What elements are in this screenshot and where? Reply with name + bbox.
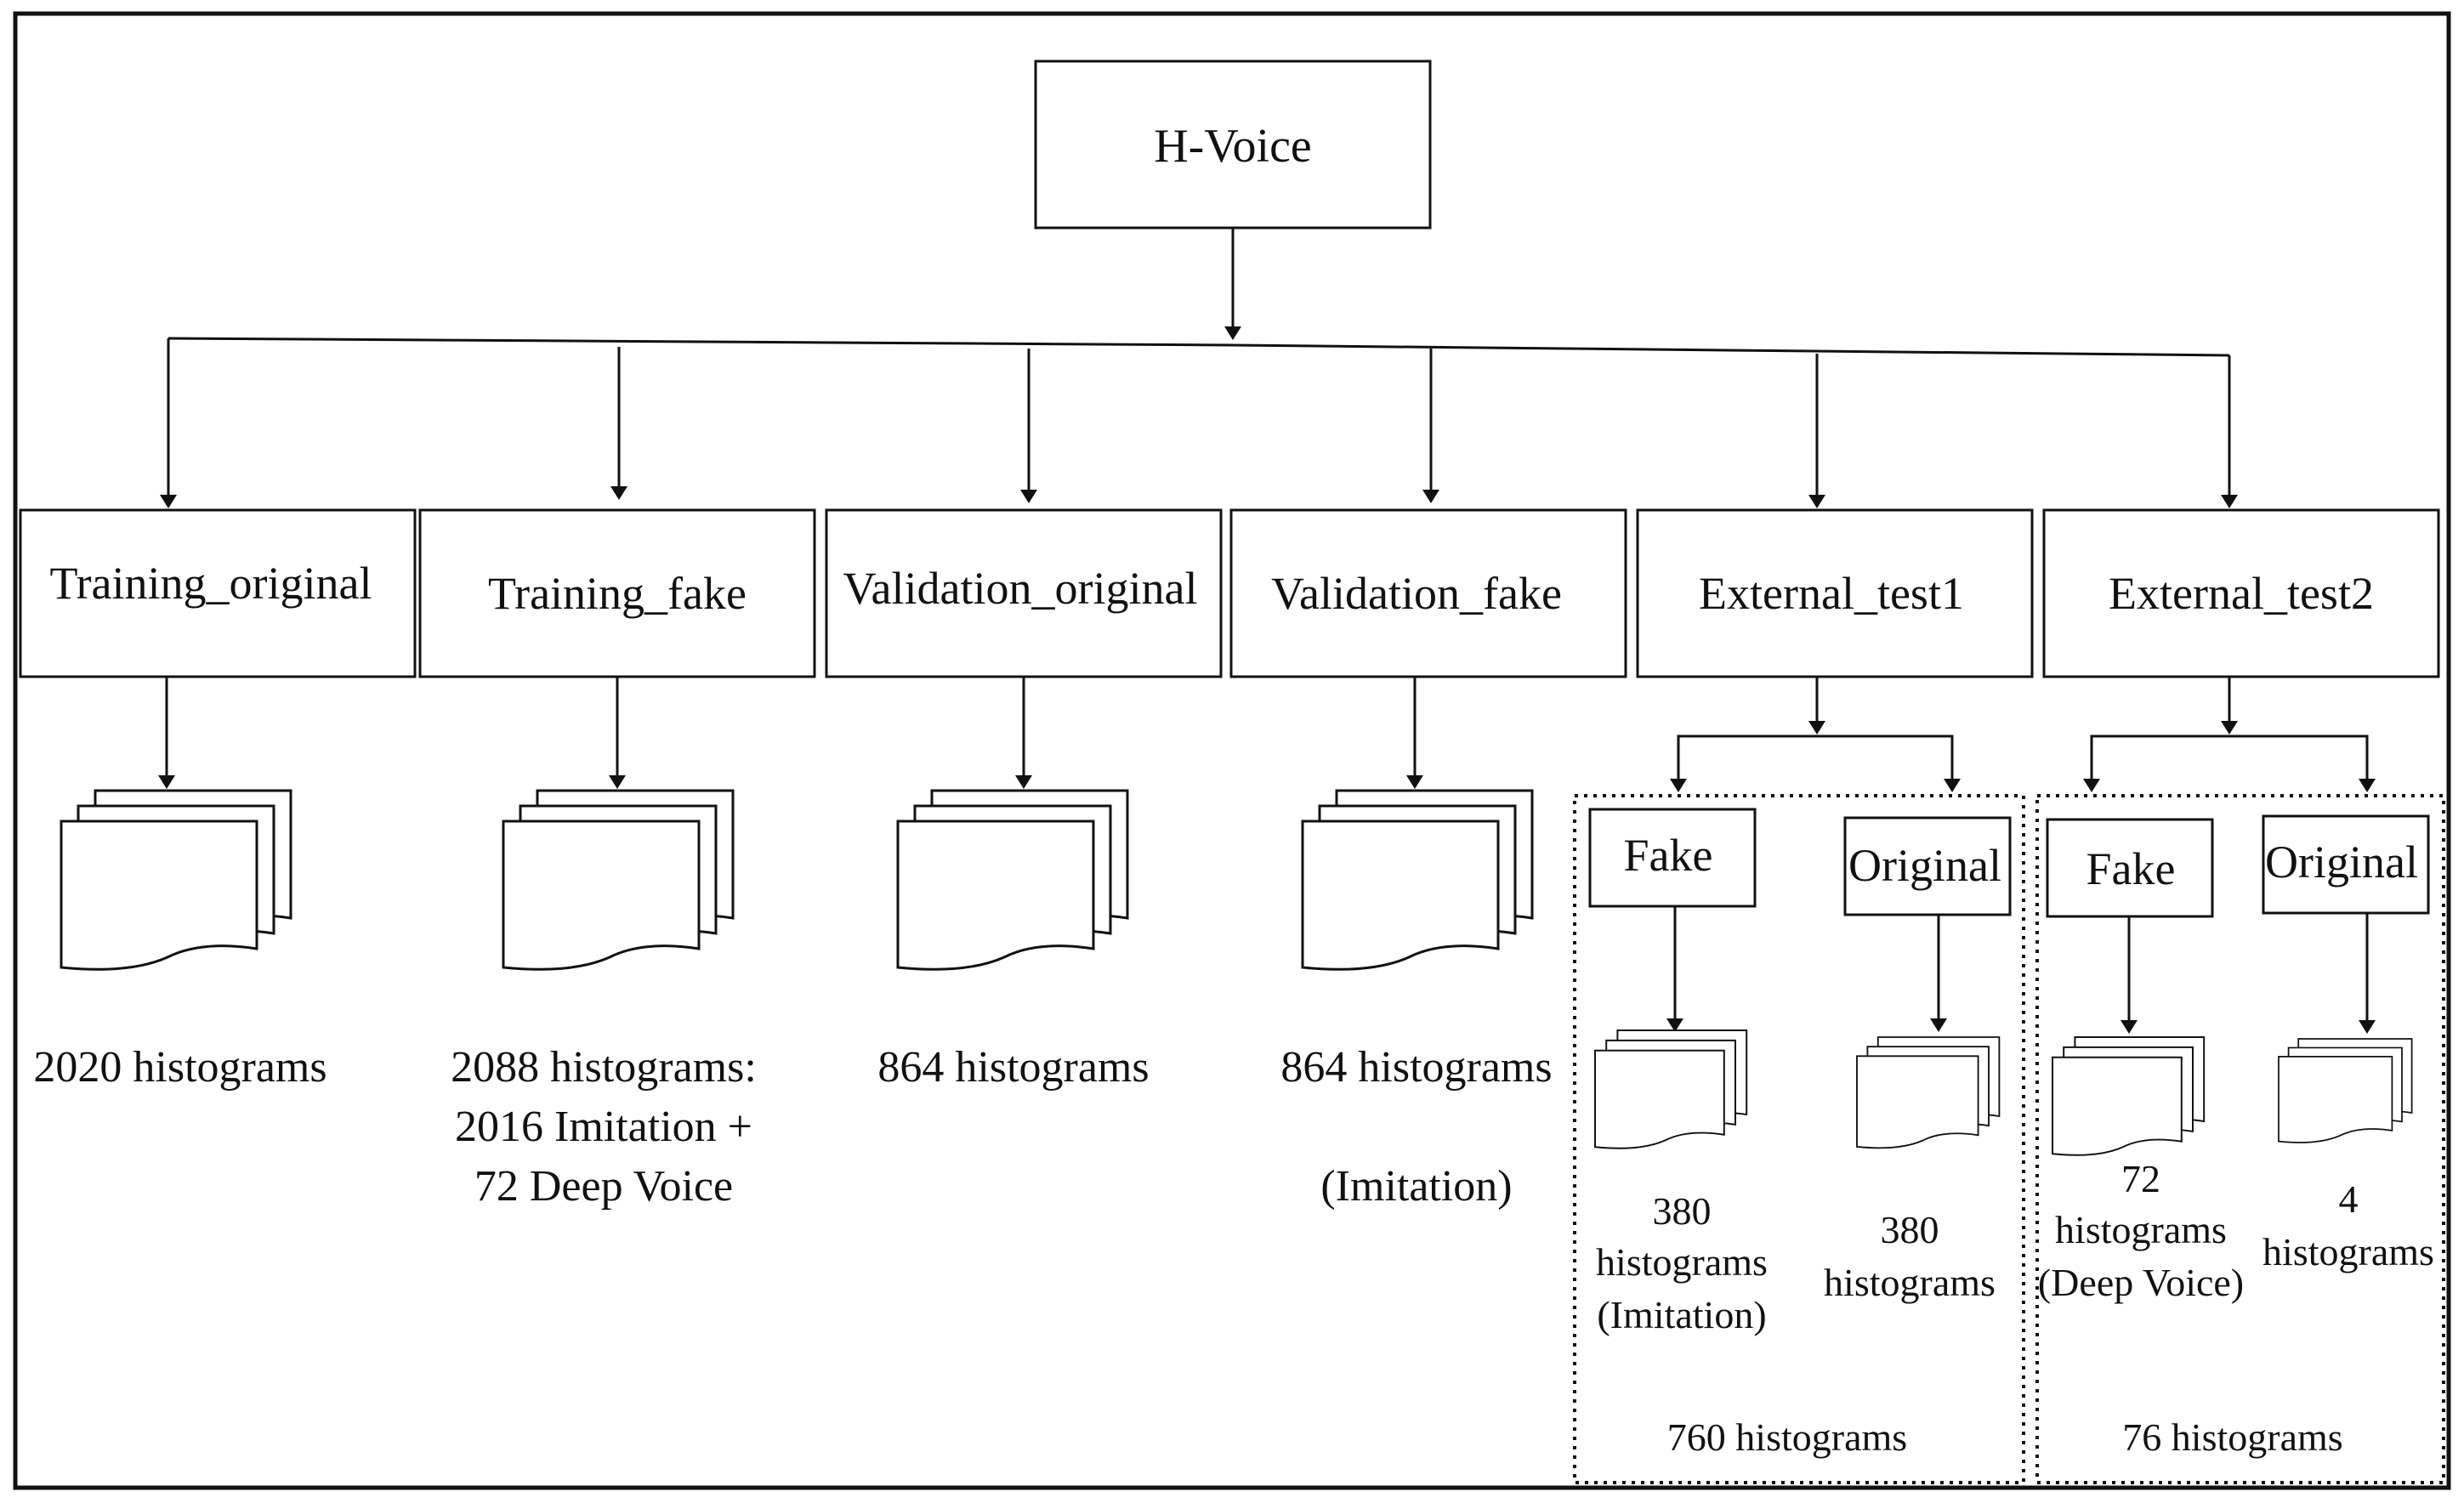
document-stack-icon bbox=[1301, 789, 1534, 971]
category-label: Validation_original bbox=[843, 563, 1198, 614]
stack-connectors bbox=[158, 677, 1423, 789]
document-stack-icon bbox=[1856, 1036, 2001, 1149]
caption-line: (Deep Voice) bbox=[2038, 1261, 2244, 1304]
caption-line: 72 Deep Voice bbox=[474, 1162, 733, 1211]
category-validation-fake: Validation_fake bbox=[1229, 508, 1627, 678]
category-validation-original: Validation_original bbox=[825, 508, 1223, 678]
category-connectors bbox=[160, 338, 2238, 508]
category-training-original: Training_original bbox=[19, 508, 417, 678]
external-test1-subtree: Fake Original 380 histograms (Imitation)… bbox=[1573, 677, 2025, 1484]
external-test2-group-frame bbox=[2035, 794, 2445, 1484]
category-label: External_test2 bbox=[2109, 568, 2374, 619]
category-label: Training_original bbox=[49, 558, 372, 609]
external-test1-group-frame bbox=[1573, 794, 2025, 1484]
child-label: Original bbox=[1848, 840, 2001, 891]
category-label: Training_fake bbox=[488, 568, 747, 619]
root-label: H-Voice bbox=[1154, 120, 1312, 173]
caption-line: 72 bbox=[2121, 1157, 2160, 1200]
caption-line: 2016 Imitation + bbox=[455, 1103, 752, 1151]
outer-frame bbox=[13, 11, 2451, 1490]
child-label: Fake bbox=[1624, 830, 1713, 881]
caption-line: histograms bbox=[2262, 1230, 2434, 1273]
caption-line: 864 histograms bbox=[877, 1043, 1149, 1092]
caption-line: histograms bbox=[1596, 1240, 1768, 1284]
caption-line: (Imitation) bbox=[1597, 1293, 1766, 1336]
external-test2-subtree: Fake Original 72 histograms (Deep Voice)… bbox=[2035, 677, 2445, 1484]
document-stack-icon bbox=[60, 789, 292, 971]
caption-training-fake: 2088 histograms: 2016 Imitation + 72 Dee… bbox=[451, 1043, 757, 1211]
caption-line: 2020 histograms bbox=[33, 1043, 326, 1092]
child-label: Original bbox=[2265, 837, 2418, 888]
caption-line: histograms bbox=[2055, 1208, 2227, 1251]
category-label: External_test1 bbox=[1699, 568, 1964, 619]
caption-line: 380 bbox=[1653, 1189, 1712, 1233]
document-stack-icon bbox=[1594, 1029, 1748, 1149]
document-stack-icon bbox=[502, 789, 735, 971]
caption-validation-original: 864 histograms bbox=[877, 1043, 1149, 1092]
category-external-test1: External_test1 bbox=[1636, 508, 2034, 678]
caption-line: 380 bbox=[1881, 1208, 1939, 1251]
document-stack-icon bbox=[2278, 1038, 2413, 1143]
caption-line: histograms bbox=[1824, 1261, 1996, 1304]
caption-training-original: 2020 histograms bbox=[33, 1043, 326, 1092]
child-label: Fake bbox=[2086, 843, 2176, 894]
document-stack-icon bbox=[2052, 1036, 2206, 1156]
category-external-test2: External_test2 bbox=[2042, 508, 2440, 678]
group-total: 760 histograms bbox=[1667, 1415, 1907, 1459]
caption-line: (Imitation) bbox=[1320, 1162, 1512, 1211]
caption-line: 2088 histograms: bbox=[451, 1043, 757, 1092]
root-box bbox=[1034, 60, 1432, 230]
caption-line: 4 bbox=[2339, 1177, 2359, 1221]
document-stack-icon bbox=[896, 789, 1129, 971]
group-total: 76 histograms bbox=[2122, 1415, 2342, 1459]
category-training-fake: Training_fake bbox=[418, 508, 816, 678]
caption-validation-fake: 864 histograms (Imitation) bbox=[1280, 1043, 1552, 1211]
category-label: Validation_fake bbox=[1271, 568, 1562, 619]
root-connector bbox=[167, 228, 2230, 357]
caption-line: 864 histograms bbox=[1280, 1043, 1552, 1092]
